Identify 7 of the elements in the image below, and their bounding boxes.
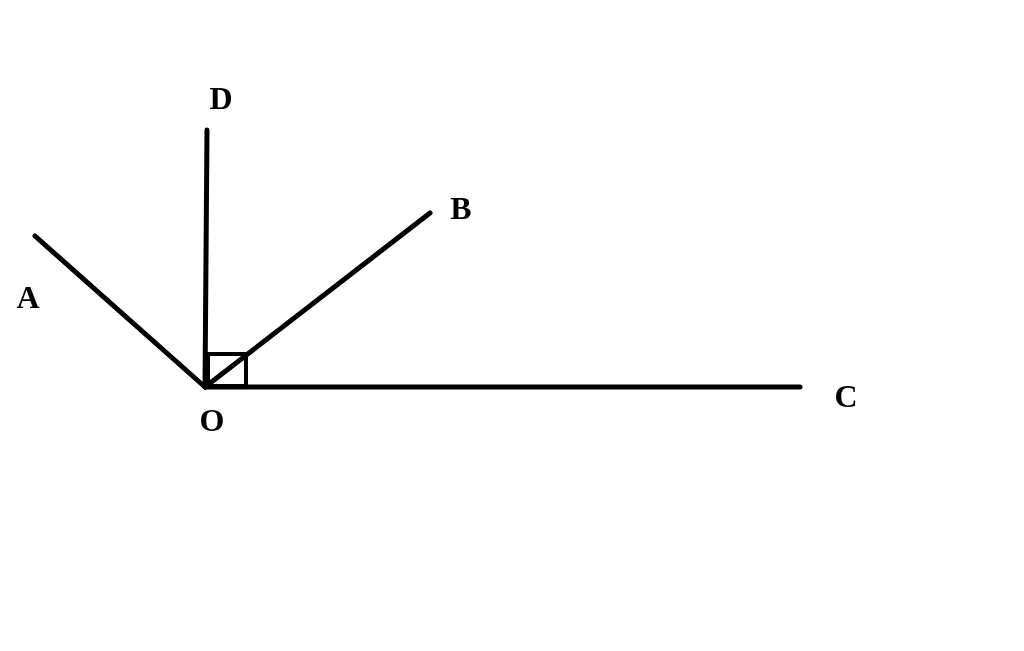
point-label: O [199,404,225,436]
point-label: C [834,380,858,412]
point-label: D [209,82,233,114]
point-label: A [16,281,40,313]
ray-line [32,233,208,390]
point-label: B [450,192,472,224]
ray-line [202,384,803,390]
